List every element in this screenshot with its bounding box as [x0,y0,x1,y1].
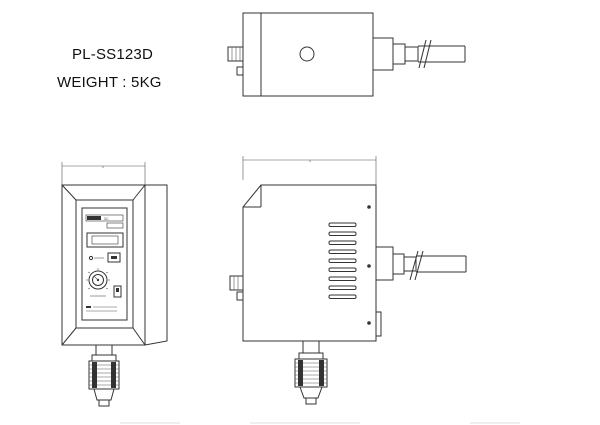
top-screw-hole [299,46,315,62]
side-knob [229,275,244,291]
top-break-mark-1 [418,39,427,69]
mode-tag [106,222,124,229]
ventilation-slots [328,222,357,299]
brand-plate [85,214,124,222]
side-housing [242,184,377,342]
top-chuck-nose [404,46,419,62]
side-break-mark-1 [409,250,419,281]
panel-logo-mark [86,306,91,308]
front-view: ⁞⁞⁞⁞ [61,162,168,407]
top-knob [227,46,244,62]
side-chuck-collar [392,253,405,275]
top-chuck-collar [392,43,406,65]
top-break-mark-2 [423,39,432,69]
side-rear-plate [375,311,382,337]
side-screws [367,205,371,325]
model-number: PL-SS123D [72,46,154,63]
top-view [227,12,466,97]
top-chuck-flange [372,37,394,71]
side-chuck-flange [375,246,394,281]
svg-text:⁞⁞⁞⁞: ⁞⁞⁞⁞ [104,217,108,221]
power-led-icon [88,255,94,261]
front-chuck [88,344,120,407]
side-chuck [294,340,328,405]
side-switch [236,291,244,301]
speed-dial[interactable] [86,268,110,290]
side-break-mark-2 [414,250,424,281]
side-view [229,156,467,405]
top-switch [236,66,244,76]
front-side-edge [144,184,168,346]
weight-label: WEIGHT : 5KG [57,74,162,91]
